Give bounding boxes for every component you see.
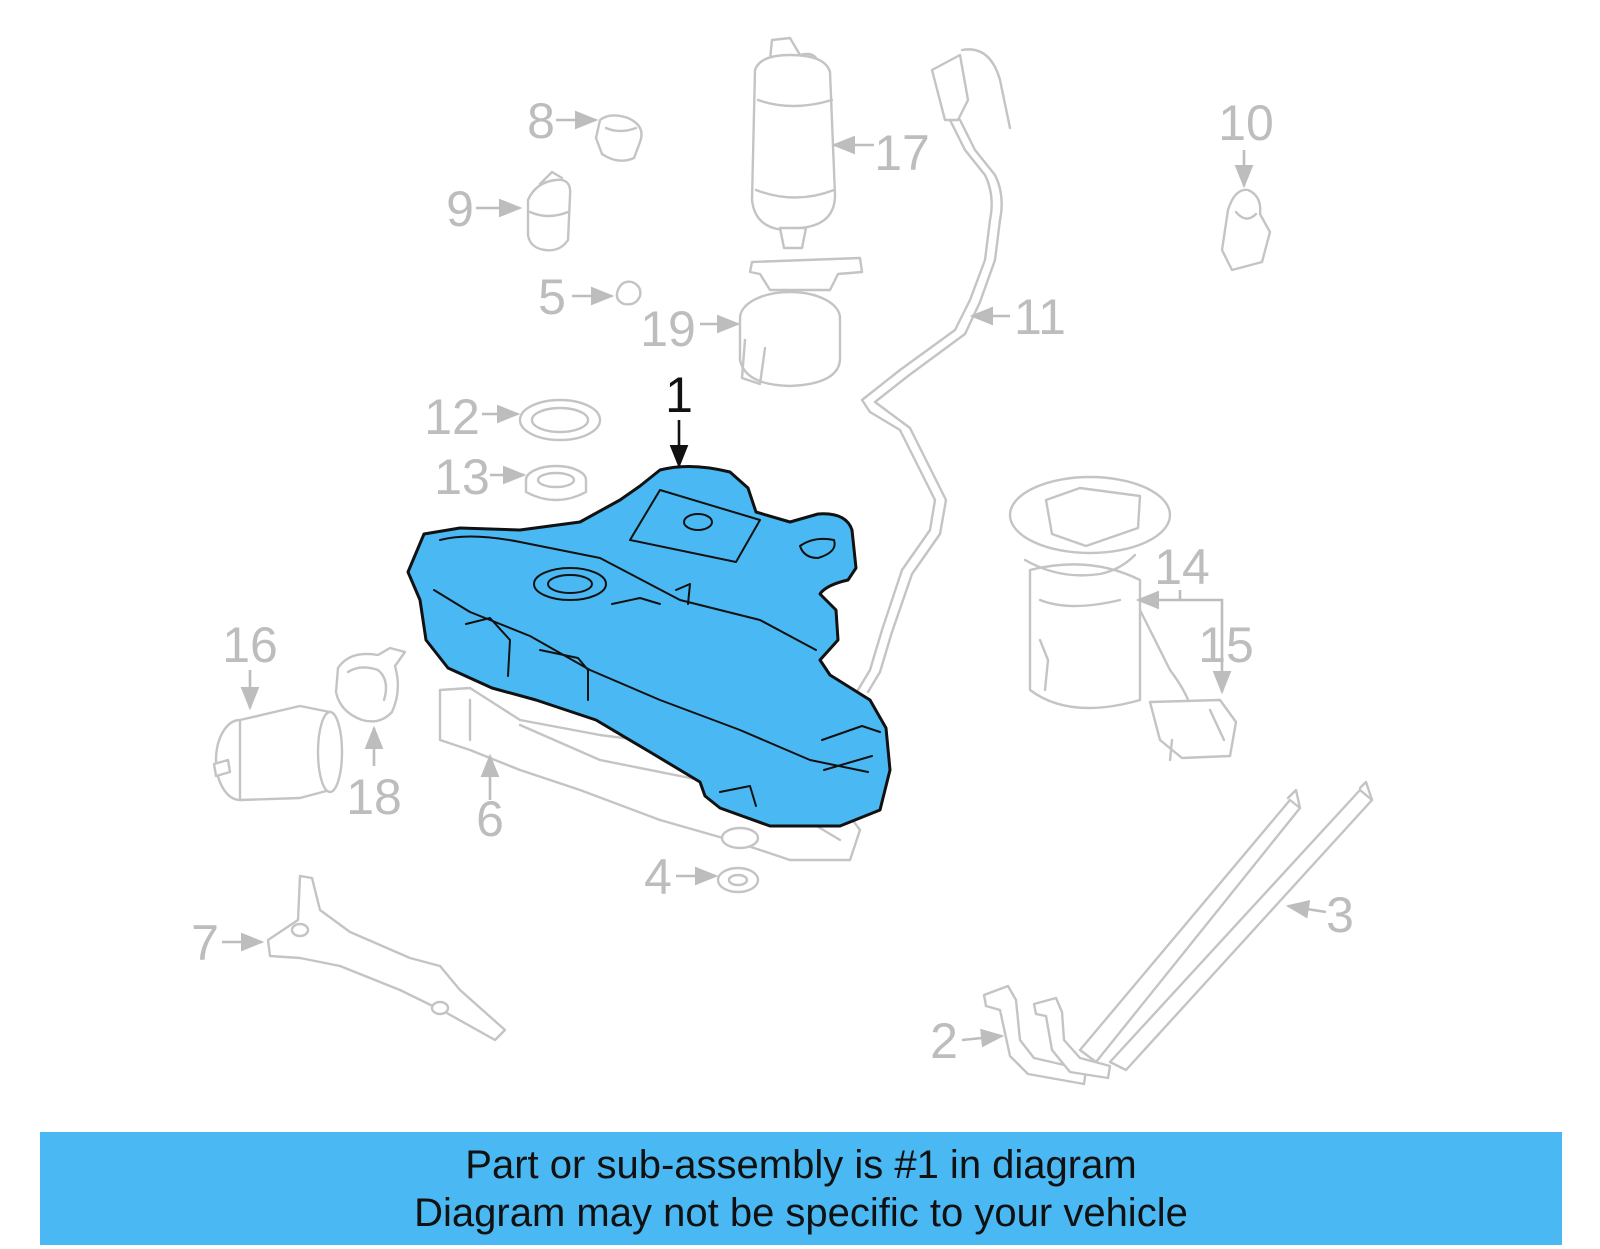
callout-16: 16 bbox=[222, 617, 278, 673]
callout-17: 17 bbox=[874, 125, 930, 181]
callout-8: 8 bbox=[527, 93, 555, 149]
part-8-plug[interactable] bbox=[594, 114, 643, 162]
banner-line-disclaimer: Diagram may not be specific to your vehi… bbox=[414, 1190, 1188, 1235]
callout-18: 18 bbox=[346, 769, 402, 825]
part-3-strap[interactable] bbox=[1078, 780, 1374, 1072]
part-1-fuel-tank[interactable] bbox=[406, 464, 892, 828]
callout-3: 3 bbox=[1326, 887, 1354, 943]
part-12-gasket[interactable] bbox=[518, 398, 602, 442]
info-banner: Part or sub-assembly is #1 in diagram Di… bbox=[40, 1132, 1562, 1245]
callout-15: 15 bbox=[1198, 617, 1254, 673]
part-9-valve[interactable] bbox=[526, 170, 572, 252]
leader-lines bbox=[222, 110, 1327, 1048]
callout-12: 12 bbox=[424, 389, 480, 445]
callout-10: 10 bbox=[1218, 95, 1274, 151]
part-13-seal[interactable] bbox=[524, 464, 588, 502]
banner-line-part: Part or sub-assembly is #1 in diagram bbox=[465, 1142, 1137, 1187]
callout-13: 13 bbox=[434, 449, 490, 505]
callout-2: 2 bbox=[930, 1013, 958, 1069]
part-7-brace[interactable] bbox=[266, 874, 507, 1042]
part-19-bracket[interactable] bbox=[738, 256, 864, 388]
callout-7: 7 bbox=[191, 915, 219, 971]
part-11-fuel-line[interactable] bbox=[856, 48, 1012, 694]
callout-11: 11 bbox=[1014, 289, 1066, 345]
callout-5: 5 bbox=[538, 269, 566, 325]
part-17-fuel-filter[interactable] bbox=[750, 36, 837, 250]
part-5-nut[interactable] bbox=[615, 280, 642, 306]
part-15-sender[interactable] bbox=[1138, 608, 1238, 762]
callout-9: 9 bbox=[446, 181, 474, 237]
callout-4: 4 bbox=[644, 849, 672, 905]
callout-14: 14 bbox=[1154, 539, 1210, 595]
callout-6: 6 bbox=[476, 791, 504, 847]
part-18-clamp[interactable] bbox=[334, 646, 407, 723]
part-10-connector[interactable] bbox=[1220, 188, 1272, 272]
part-2-bracket[interactable] bbox=[982, 984, 1112, 1086]
part-14-fuel-pump[interactable] bbox=[1008, 475, 1172, 710]
callout-1: 1 bbox=[665, 367, 693, 423]
part-16-filter[interactable] bbox=[212, 704, 344, 802]
callout-labels: 1 2 3 4 5 6 7 8 9 10 11 12 13 14 15 16 1… bbox=[191, 93, 1354, 1069]
callout-19: 19 bbox=[640, 301, 696, 357]
part-4-grommet[interactable] bbox=[716, 866, 760, 894]
